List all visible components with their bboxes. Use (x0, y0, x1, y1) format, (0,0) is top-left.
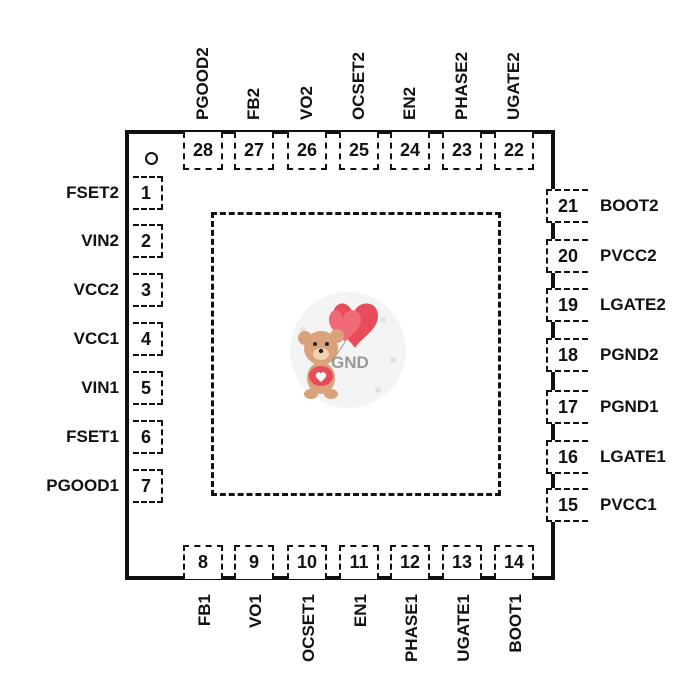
pin-box-19 (546, 288, 588, 322)
pin-box-23 (442, 132, 482, 170)
pin-number-16: 16 (557, 446, 579, 467)
pin-number-6: 6 (140, 426, 151, 447)
pin-box-2 (133, 224, 163, 258)
pin-label-ugate1: UGATE1 (454, 594, 473, 662)
pin-label-pgood1: PGOOD1 (46, 476, 119, 495)
pin-number-23: 23 (451, 139, 473, 160)
pin-number-15: 15 (557, 494, 579, 515)
pin-box-12 (390, 545, 430, 579)
pin-label-pgood2: PGOOD2 (193, 47, 212, 120)
pin-box-3 (133, 273, 163, 307)
pin-box-13 (442, 545, 482, 579)
pin-number-11: 11 (349, 551, 369, 572)
pin-box-11 (339, 545, 379, 579)
pin-label-lgate2: LGATE2 (600, 295, 666, 314)
pin-label-vo2: VO2 (297, 85, 316, 120)
pin-box-16 (546, 440, 588, 474)
pin-label-ocset2: OCSET2 (349, 51, 368, 120)
pin-label-boot1: BOOT1 (506, 594, 525, 653)
pin-number-9: 9 (248, 551, 259, 572)
pin-number-14: 14 (503, 551, 525, 572)
pin-box-7 (133, 469, 163, 503)
pin-label-en2: EN2 (400, 86, 419, 120)
pin-label-vin1: VIN1 (81, 378, 119, 397)
pin-box-21 (546, 189, 588, 223)
pin-box-24 (390, 132, 430, 170)
pin-number-13: 13 (451, 551, 473, 572)
pin-box-20 (546, 239, 588, 273)
pin-label-ugate2: UGATE2 (504, 52, 523, 120)
pin-box-27 (234, 132, 274, 170)
pin-label-boot2: BOOT2 (600, 196, 659, 215)
pin-number-19: 19 (557, 294, 579, 315)
pin-box-8 (183, 545, 223, 579)
pin-box-15 (546, 488, 588, 522)
pin-number-8: 8 (197, 551, 208, 572)
pin-label-pgnd1: PGND1 (600, 397, 659, 416)
pin-label-fset2: FSET2 (66, 183, 119, 202)
center-gnd-label: GND (331, 353, 369, 372)
pin-number-18: 18 (557, 344, 579, 365)
pin-box-1 (133, 176, 163, 210)
pin-number-3: 3 (140, 279, 151, 300)
pin-number-12: 12 (399, 551, 421, 572)
pin-number-27: 27 (243, 139, 265, 160)
pin1-marker-circle-icon (145, 152, 158, 165)
pin-box-22 (494, 132, 534, 170)
pin-label-ocset1: OCSET1 (299, 594, 318, 663)
pin-box-28 (183, 132, 223, 170)
pin-number-2: 2 (140, 230, 151, 251)
pin-box-17 (546, 390, 588, 424)
pin-number-10: 10 (296, 551, 318, 572)
pin-number-28: 28 (192, 139, 214, 160)
pin-number-17: 17 (557, 396, 579, 417)
pin-box-26 (287, 132, 327, 170)
pin-number-1: 1 (140, 182, 151, 203)
pin-number-24: 24 (399, 139, 421, 160)
pin-number-20: 20 (557, 245, 579, 266)
pin-label-vo1: VO1 (246, 594, 265, 629)
teddy-bear-with-heart-balloon-icon: GND (290, 292, 406, 408)
pin-box-14 (494, 545, 534, 579)
exposed-pad-outline (211, 212, 501, 496)
pin-label-fb2: FB2 (244, 87, 263, 120)
pin-label-vcc1: VCC1 (73, 329, 119, 348)
pin-label-pvcc1: PVCC1 (600, 495, 657, 514)
pin-box-6 (133, 420, 163, 454)
pin-label-pgnd2: PGND2 (600, 345, 659, 364)
pin-label-phase2: PHASE2 (452, 51, 471, 120)
pin-box-9 (234, 545, 274, 579)
pin-label-vcc2: VCC2 (73, 280, 119, 299)
pin-number-5: 5 (140, 377, 151, 398)
pin-number-22: 22 (503, 139, 525, 160)
pin-box-18 (546, 338, 588, 372)
pin-label-lgate1: LGATE1 (600, 447, 666, 466)
pin-number-25: 25 (348, 139, 370, 160)
pin-number-26: 26 (296, 139, 318, 160)
pin-number-21: 21 (557, 195, 579, 216)
pin-label-phase1: PHASE1 (402, 594, 421, 663)
pin-box-10 (287, 545, 327, 579)
pin-label-fb1: FB1 (195, 594, 214, 627)
pin-label-fset1: FSET1 (66, 427, 119, 446)
pin-label-en1: EN1 (351, 594, 370, 628)
pin-label-vin2: VIN2 (81, 231, 119, 250)
pin-box-25 (339, 132, 379, 170)
pin-box-4 (133, 322, 163, 356)
pin-number-7: 7 (140, 475, 151, 496)
pin-label-pvcc2: PVCC2 (600, 246, 657, 265)
pin-number-4: 4 (140, 328, 151, 349)
pin-box-5 (133, 371, 163, 405)
